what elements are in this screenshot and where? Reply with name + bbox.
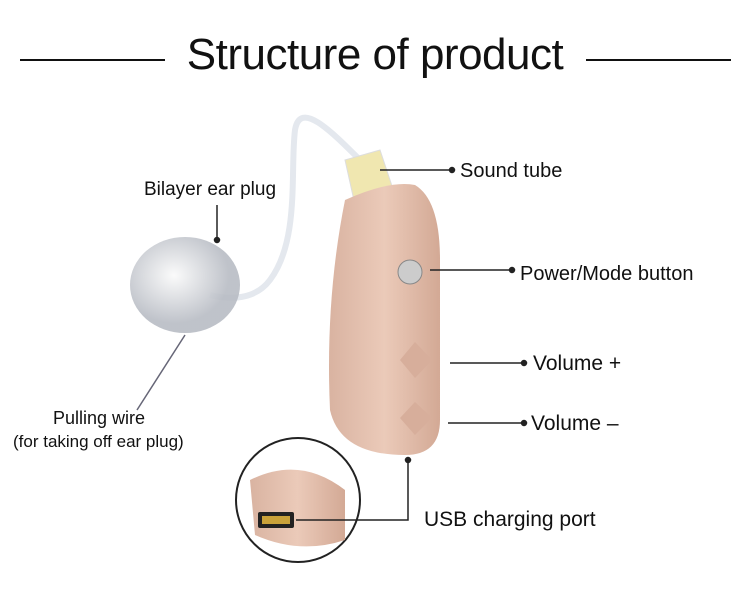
page-title: Structure of product xyxy=(186,30,564,79)
label-volume-down: Volume – xyxy=(531,412,619,435)
title-rule-left xyxy=(20,59,165,61)
label-pulling-wire: Pulling wire xyxy=(53,408,146,428)
ear-plug xyxy=(130,237,240,333)
title-rule-right xyxy=(586,59,731,61)
volume-up-button xyxy=(400,342,432,378)
volume-down-button xyxy=(400,402,432,435)
label-volume-up: Volume + xyxy=(533,352,622,375)
power-button xyxy=(397,259,423,285)
pulling-wire xyxy=(136,334,186,411)
label-pulling-wire-note: (for taking off ear plug) xyxy=(13,432,184,451)
label-power-mode: Power/Mode button xyxy=(520,263,694,285)
label-sound-tube: Sound tube xyxy=(460,160,563,182)
label-ear-plug: Bilayer ear plug xyxy=(144,179,277,200)
sound-tube xyxy=(209,114,363,301)
hearing-aid-body xyxy=(329,184,440,455)
label-usb-port: USB charging port xyxy=(424,508,596,531)
